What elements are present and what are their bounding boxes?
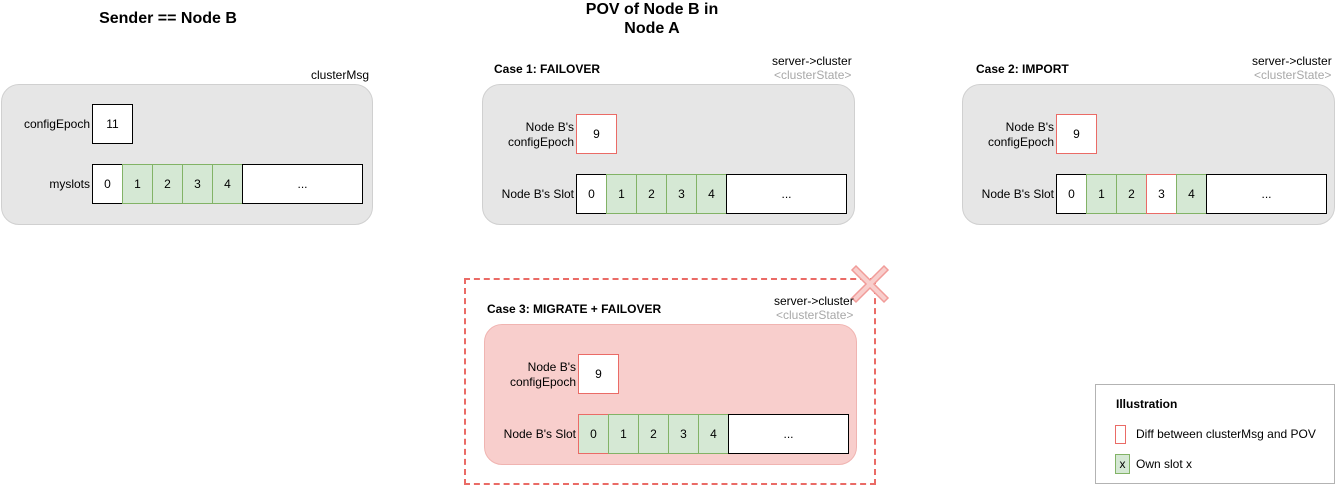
case1-epoch-box: 9 bbox=[576, 114, 617, 154]
legend-title: Illustration bbox=[1116, 397, 1178, 411]
sender-slot-1: 1 bbox=[122, 164, 153, 204]
case2-slots-label: Node B's Slot bbox=[981, 187, 1054, 201]
legend-own-label: Own slot x bbox=[1136, 457, 1193, 471]
case3-slot-rest: ... bbox=[728, 414, 849, 454]
case1-slot-4: 4 bbox=[696, 174, 727, 214]
case3-slot-3: 3 bbox=[668, 414, 699, 454]
cross-icon bbox=[850, 264, 890, 304]
case1-slots-label: Node B's Slot bbox=[501, 187, 574, 201]
case1-epoch-label-2: configEpoch bbox=[507, 135, 574, 149]
case3-slots-label: Node B's Slot bbox=[503, 427, 576, 441]
case3-tag-state: <clusterState> bbox=[776, 308, 854, 322]
case1-epoch-label-1: Node B's bbox=[525, 120, 574, 134]
case3-slot-1: 1 bbox=[608, 414, 639, 454]
case3-epoch-box: 9 bbox=[578, 354, 619, 394]
case1-tag-server: server->cluster bbox=[772, 54, 852, 68]
legend-diff-swatch bbox=[1115, 425, 1126, 444]
case1-slot-rest: ... bbox=[726, 174, 847, 214]
case2-tag-server: server->cluster bbox=[1252, 54, 1332, 68]
case2-slot-rest: ... bbox=[1206, 174, 1327, 214]
case1-title: Case 1: FAILOVER bbox=[494, 62, 601, 76]
sender-slot-3: 3 bbox=[182, 164, 213, 204]
pov-title-line1: POV of Node B in bbox=[585, 1, 719, 18]
sender-slots-label: myslots bbox=[49, 177, 90, 191]
case1-slot-3: 3 bbox=[666, 174, 697, 214]
sender-slot-0: 0 bbox=[92, 164, 123, 204]
sender-slot-4: 4 bbox=[212, 164, 243, 204]
case1-tag-state: <clusterState> bbox=[774, 68, 852, 82]
sender-title: Sender == Node B bbox=[99, 10, 237, 27]
case1-slot-0: 0 bbox=[576, 174, 607, 214]
case1-slot-2: 2 bbox=[636, 174, 667, 214]
case2-title: Case 2: IMPORT bbox=[976, 62, 1069, 76]
case3-dashed-frame bbox=[464, 278, 876, 485]
case2-slot-0: 0 bbox=[1056, 174, 1087, 214]
case2-slot-2: 2 bbox=[1116, 174, 1147, 214]
legend-diff-label: Diff between clusterMsg and POV bbox=[1136, 427, 1316, 441]
sender-epoch-box: 11 bbox=[92, 104, 133, 144]
sender-slot-rest: ... bbox=[242, 164, 363, 204]
pov-title-line2: Node A bbox=[624, 20, 680, 37]
case2-slot-3: 3 bbox=[1146, 174, 1177, 214]
case3-slot-0: 0 bbox=[578, 414, 609, 454]
sender-slot-2: 2 bbox=[152, 164, 183, 204]
case2-epoch-box: 9 bbox=[1056, 114, 1097, 154]
legend-box bbox=[1095, 384, 1335, 484]
case3-epoch-label-2: configEpoch bbox=[509, 375, 576, 389]
case2-epoch-label-2: configEpoch bbox=[987, 135, 1054, 149]
sender-epoch-label: configEpoch bbox=[23, 117, 90, 131]
case3-epoch-label-1: Node B's bbox=[527, 360, 576, 374]
legend-own-swatch: x bbox=[1115, 454, 1130, 474]
case2-tag-state: <clusterState> bbox=[1254, 68, 1332, 82]
case3-slot-2: 2 bbox=[638, 414, 669, 454]
case1-slot-1: 1 bbox=[606, 174, 637, 214]
case2-slot-1: 1 bbox=[1086, 174, 1117, 214]
case3-slot-4: 4 bbox=[698, 414, 729, 454]
case3-title: Case 3: MIGRATE + FAILOVER bbox=[487, 302, 662, 316]
case2-epoch-label-1: Node B's bbox=[1005, 120, 1054, 134]
case2-slot-4: 4 bbox=[1176, 174, 1207, 214]
case3-tag-server: server->cluster bbox=[774, 294, 854, 308]
cluster-msg-tag: clusterMsg bbox=[311, 68, 370, 82]
